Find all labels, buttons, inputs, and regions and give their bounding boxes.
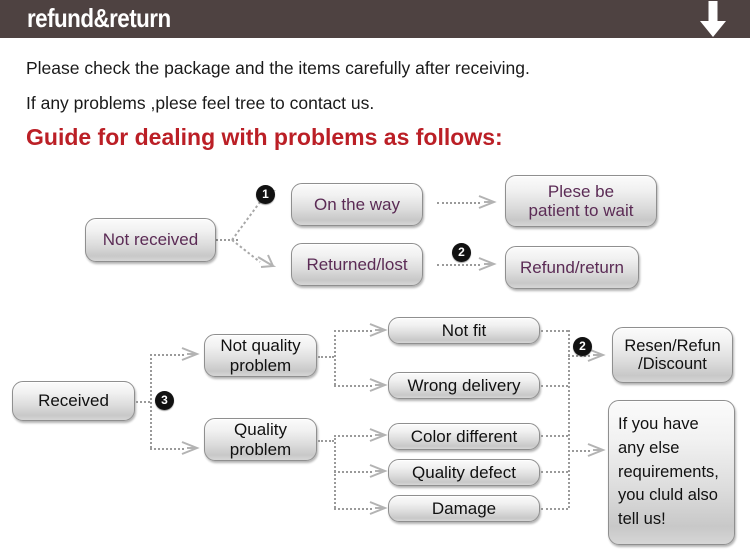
connector-ontheway-to-wait [437, 202, 480, 204]
connector-merge-to-note [568, 450, 590, 452]
node-color-different[interactable]: Color different [388, 423, 540, 450]
arrowhead-to-wait [478, 195, 497, 209]
connector-merge-to-resend [568, 355, 590, 357]
connector-notquality-stem [318, 356, 334, 358]
connector-to-quality [150, 448, 184, 450]
badge-1: 1 [256, 185, 275, 204]
down-arrow-icon [700, 1, 726, 37]
arrowhead-to-damage [369, 501, 388, 515]
arrowhead-to-resend [587, 348, 606, 362]
connector-to-damage [334, 508, 372, 510]
intro-line-1: Please check the package and the items c… [26, 58, 530, 78]
arrowhead-to-note [587, 443, 606, 457]
connector-notreceived-stem [216, 239, 238, 241]
page-title: refund&return [27, 3, 171, 33]
node-contact-note[interactable]: If you have any else requirements, you c… [608, 400, 735, 545]
arrowhead-to-notfit [369, 323, 388, 337]
arrowhead-to-refund [478, 257, 497, 271]
connector-received-bus [150, 354, 152, 448]
connector-notreceived-split [231, 201, 261, 263]
connector-quality-stem [318, 440, 334, 442]
header-bar: refund&return [0, 0, 750, 38]
connector-to-notfit [334, 330, 372, 332]
intro-line-2: If any problems ,plese feel tree to cont… [26, 93, 375, 113]
node-refund-return[interactable]: Refund/return [505, 246, 639, 289]
node-on-the-way[interactable]: On the way [291, 183, 423, 226]
connector-to-wrongdelivery [334, 385, 372, 387]
node-received[interactable]: Received [12, 381, 135, 421]
badge-3: 3 [155, 391, 174, 410]
connector-damage-merge [541, 508, 568, 510]
arrowhead-to-notquality [181, 347, 200, 361]
connector-notfit-merge [541, 330, 568, 332]
connector-to-qualitydefect [334, 471, 372, 473]
connector-qualitydefect-merge [541, 471, 568, 473]
connector-received-stem [136, 401, 150, 403]
node-quality-defect[interactable]: Quality defect [388, 459, 540, 486]
node-wrong-delivery[interactable]: Wrong delivery [388, 372, 540, 399]
connector-returned-to-refund [437, 264, 480, 266]
node-damage[interactable]: Damage [388, 495, 540, 522]
arrowhead-to-returnedlost [257, 254, 276, 268]
node-plese-be-patient[interactable]: Plese be patient to wait [505, 175, 657, 227]
node-not-quality-problem[interactable]: Not quality problem [204, 334, 317, 377]
connector-colordifferent-merge [541, 435, 568, 437]
connector-notquality-bus [334, 330, 336, 385]
arrowhead-to-wrongdelivery [369, 378, 388, 392]
connector-wrongdelivery-merge [541, 385, 568, 387]
arrowhead-to-qualitydefect [369, 464, 388, 478]
node-not-received[interactable]: Not received [85, 218, 216, 262]
arrowhead-to-colordifferent [369, 428, 388, 442]
badge-2-top: 2 [452, 243, 471, 262]
node-resend-refund-discount[interactable]: Resen/Refun /Discount [612, 327, 733, 383]
connector-merge-bus [568, 330, 570, 508]
arrowhead-to-quality [181, 441, 200, 455]
node-not-fit[interactable]: Not fit [388, 317, 540, 344]
node-quality-problem[interactable]: Quality problem [204, 418, 317, 461]
badge-2-bottom: 2 [573, 337, 592, 356]
connector-to-notquality [150, 354, 184, 356]
guide-heading: Guide for dealing with problems as follo… [26, 124, 503, 150]
connector-to-colordifferent [334, 435, 372, 437]
node-returned-lost[interactable]: Returned/lost [291, 243, 423, 286]
